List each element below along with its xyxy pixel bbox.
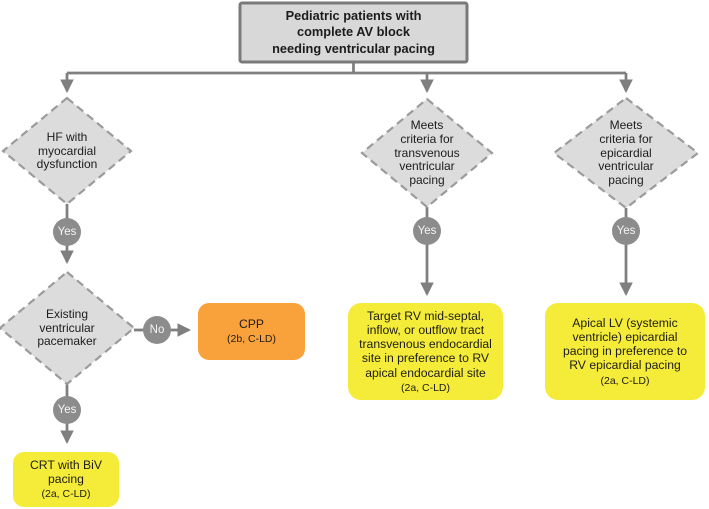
title-box (238, 1, 469, 64)
decision-diamond-hf (1, 96, 133, 206)
yes-circle-epicardial (612, 217, 640, 245)
no-circle-pacemaker (143, 316, 171, 344)
decision-diamond-existing-pacemaker (0, 270, 136, 386)
decision-diamond-transvenous (360, 97, 494, 209)
yes-circle-hf (53, 218, 81, 246)
outcome-box-crt (13, 452, 119, 507)
outcome-box-rv-site (348, 303, 503, 400)
outcome-box-lv-epicardial (545, 303, 705, 400)
decision-diamond-epicardial (552, 96, 700, 210)
yes-circle-transvenous (413, 217, 441, 245)
outcome-box-cpp (198, 303, 305, 360)
yes-circle-pacemaker (53, 396, 81, 424)
